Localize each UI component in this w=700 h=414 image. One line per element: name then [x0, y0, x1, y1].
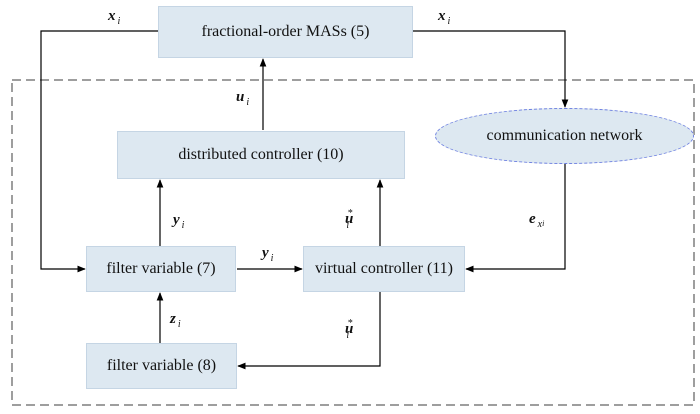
label-ustar-down: u*i — [345, 318, 354, 341]
label-ustar-up: u*i — [345, 208, 354, 231]
communication-network-node: communication network — [435, 108, 694, 164]
wire-e — [465, 163, 566, 273]
wire-x-left — [40, 30, 158, 273]
wire-x-right — [413, 30, 569, 108]
distributed-controller-block: distributed controller (10) — [117, 131, 405, 179]
mas-block: fractional-order MASs (5) — [158, 6, 413, 58]
filter-variable-8-block: filter variable (8) — [86, 343, 237, 389]
dashed-frame — [11, 79, 695, 406]
virtual-controller-block: virtual controller (11) — [303, 246, 465, 292]
wire-ustar-down — [237, 292, 381, 370]
filter-variable-7-block: filter variable (7) — [86, 246, 236, 292]
